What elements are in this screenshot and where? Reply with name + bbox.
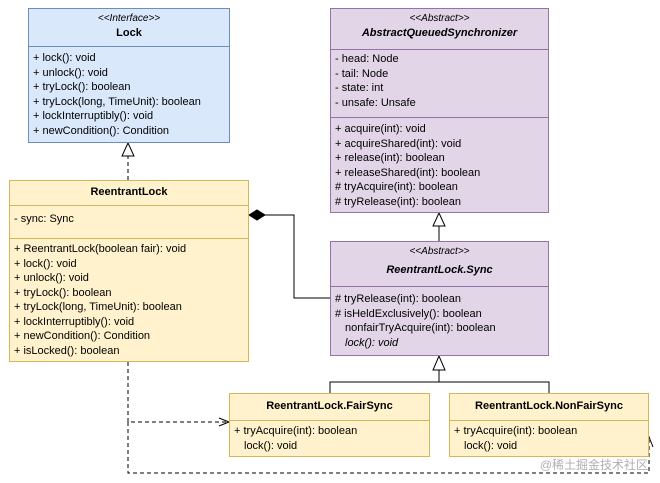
method-row: + release(int): boolean	[335, 152, 445, 164]
method-row: # tryRelease(int): boolean	[335, 195, 461, 208]
method-row: + lock(): void	[14, 257, 77, 270]
aqs-header: <<Abstract>> AbstractQueuedSynchronizer	[331, 9, 548, 49]
nonfairsync-header: ReentrantLock.NonFairSync	[450, 394, 648, 420]
field-row: - tail: Node	[335, 67, 389, 80]
method-row: lock(): void	[244, 439, 298, 452]
method-row: + unlock(): void	[33, 66, 108, 79]
lock-methods: + lock(): void + unlock(): void + tryLoc…	[29, 46, 229, 141]
method-row: # isHeldExclusively(): boolean	[335, 307, 482, 320]
method-row: lock(): void	[345, 336, 399, 349]
method-row: + ReentrantLock(boolean fair): void	[14, 243, 187, 255]
method-row: + newCondition(): Condition	[33, 124, 170, 137]
sync-class-name: ReentrantLock.Sync	[386, 264, 493, 276]
inheritance-line-fairsync	[329, 370, 440, 393]
method-row: + tryAcquire(int): boolean	[454, 425, 578, 437]
fairsync-class-box: ReentrantLock.FairSync + tryAcquire(int)…	[229, 393, 430, 457]
method-row: # tryAcquire(int): boolean	[335, 181, 458, 193]
field-row: - state: int	[335, 82, 384, 94]
method-row: + lockInterruptibly(): void	[33, 110, 154, 122]
fairsync-header: ReentrantLock.FairSync	[230, 394, 429, 420]
method-row: + tryLock(): boolean	[33, 81, 131, 93]
nonfairsync-methods: + tryAcquire(int): boolean lock(): void	[450, 420, 648, 456]
sync-header: <<Abstract>> ReentrantLock.Sync	[331, 242, 548, 286]
reentrantlock-header: ReentrantLock	[10, 181, 248, 205]
method-row: + acquire(int): void	[335, 123, 426, 135]
method-row: + releaseShared(int): boolean	[335, 166, 481, 179]
fairsync-methods: + tryAcquire(int): boolean lock(): void	[230, 420, 429, 456]
method-row: lock(): void	[464, 439, 518, 452]
method-row: + acquireShared(int): void	[335, 137, 462, 150]
sync-stereotype: <<Abstract>>	[409, 246, 470, 257]
dependency-line-fairsync	[127, 362, 226, 423]
reentrantlock-class-box: ReentrantLock - sync: Sync + ReentrantLo…	[9, 180, 249, 362]
inheritance-arrowhead-sync	[432, 354, 446, 371]
method-row: # tryRelease(int): boolean	[335, 293, 461, 305]
reentrantlock-class-name: ReentrantLock	[90, 186, 168, 198]
method-row: + isLocked(): boolean	[14, 344, 120, 357]
method-row: nonfairTryAcquire(int): boolean	[345, 322, 496, 334]
aqs-fields: - head: Node - tail: Node - state: int -…	[331, 49, 548, 117]
realization-arrowhead-lock	[121, 141, 135, 157]
sync-methods: # tryRelease(int): boolean # isHeldExclu…	[331, 286, 548, 353]
lock-interface-box: <<Interface>> Lock + lock(): void + unlo…	[28, 8, 230, 143]
composition-line-sync	[265, 214, 330, 299]
nonfairsync-class-box: ReentrantLock.NonFairSync + tryAcquire(i…	[449, 393, 649, 457]
nonfairsync-class-name: ReentrantLock.NonFairSync	[475, 400, 623, 412]
sync-class-box: <<Abstract>> ReentrantLock.Sync # tryRel…	[330, 241, 549, 356]
method-row: + tryLock(): boolean	[14, 286, 112, 299]
inheritance-arrowhead-aqs	[432, 211, 446, 227]
inheritance-line-nonfairsync	[439, 381, 550, 393]
reentrantlock-fields: - sync: Sync	[10, 205, 248, 238]
lock-header: <<Interface>> Lock	[29, 9, 229, 46]
reentrantlock-methods: + ReentrantLock(boolean fair): void + lo…	[10, 238, 248, 361]
field-row: - head: Node	[335, 53, 399, 65]
method-row: + tryLock(long, TimeUnit): boolean	[14, 301, 182, 313]
method-row: + lockInterruptibly(): void	[14, 315, 135, 328]
aqs-stereotype: <<Abstract>>	[409, 13, 470, 24]
dependency-line-nonfairsync	[127, 422, 650, 474]
composition-diamond	[248, 209, 266, 221]
method-row: + tryAcquire(int): boolean	[234, 425, 358, 437]
method-row: + newCondition(): Condition	[14, 330, 151, 342]
aqs-methods: + acquire(int): void + acquireShared(int…	[331, 117, 548, 212]
method-row: + unlock(): void	[14, 272, 89, 284]
watermark: @稀土掘金技术社区	[539, 458, 648, 472]
aqs-class-name: AbstractQueuedSynchronizer	[361, 27, 518, 39]
lock-stereotype: <<Interface>>	[97, 13, 161, 24]
method-row: + lock(): void	[33, 52, 96, 64]
lock-class-name: Lock	[116, 27, 142, 39]
aqs-class-box: <<Abstract>> AbstractQueuedSynchronizer …	[330, 8, 549, 213]
field-row: - sync: Sync	[14, 213, 74, 225]
fairsync-class-name: ReentrantLock.FairSync	[266, 400, 393, 412]
field-row: - unsafe: Unsafe	[335, 96, 416, 109]
method-row: + tryLock(long, TimeUnit): boolean	[33, 95, 201, 108]
